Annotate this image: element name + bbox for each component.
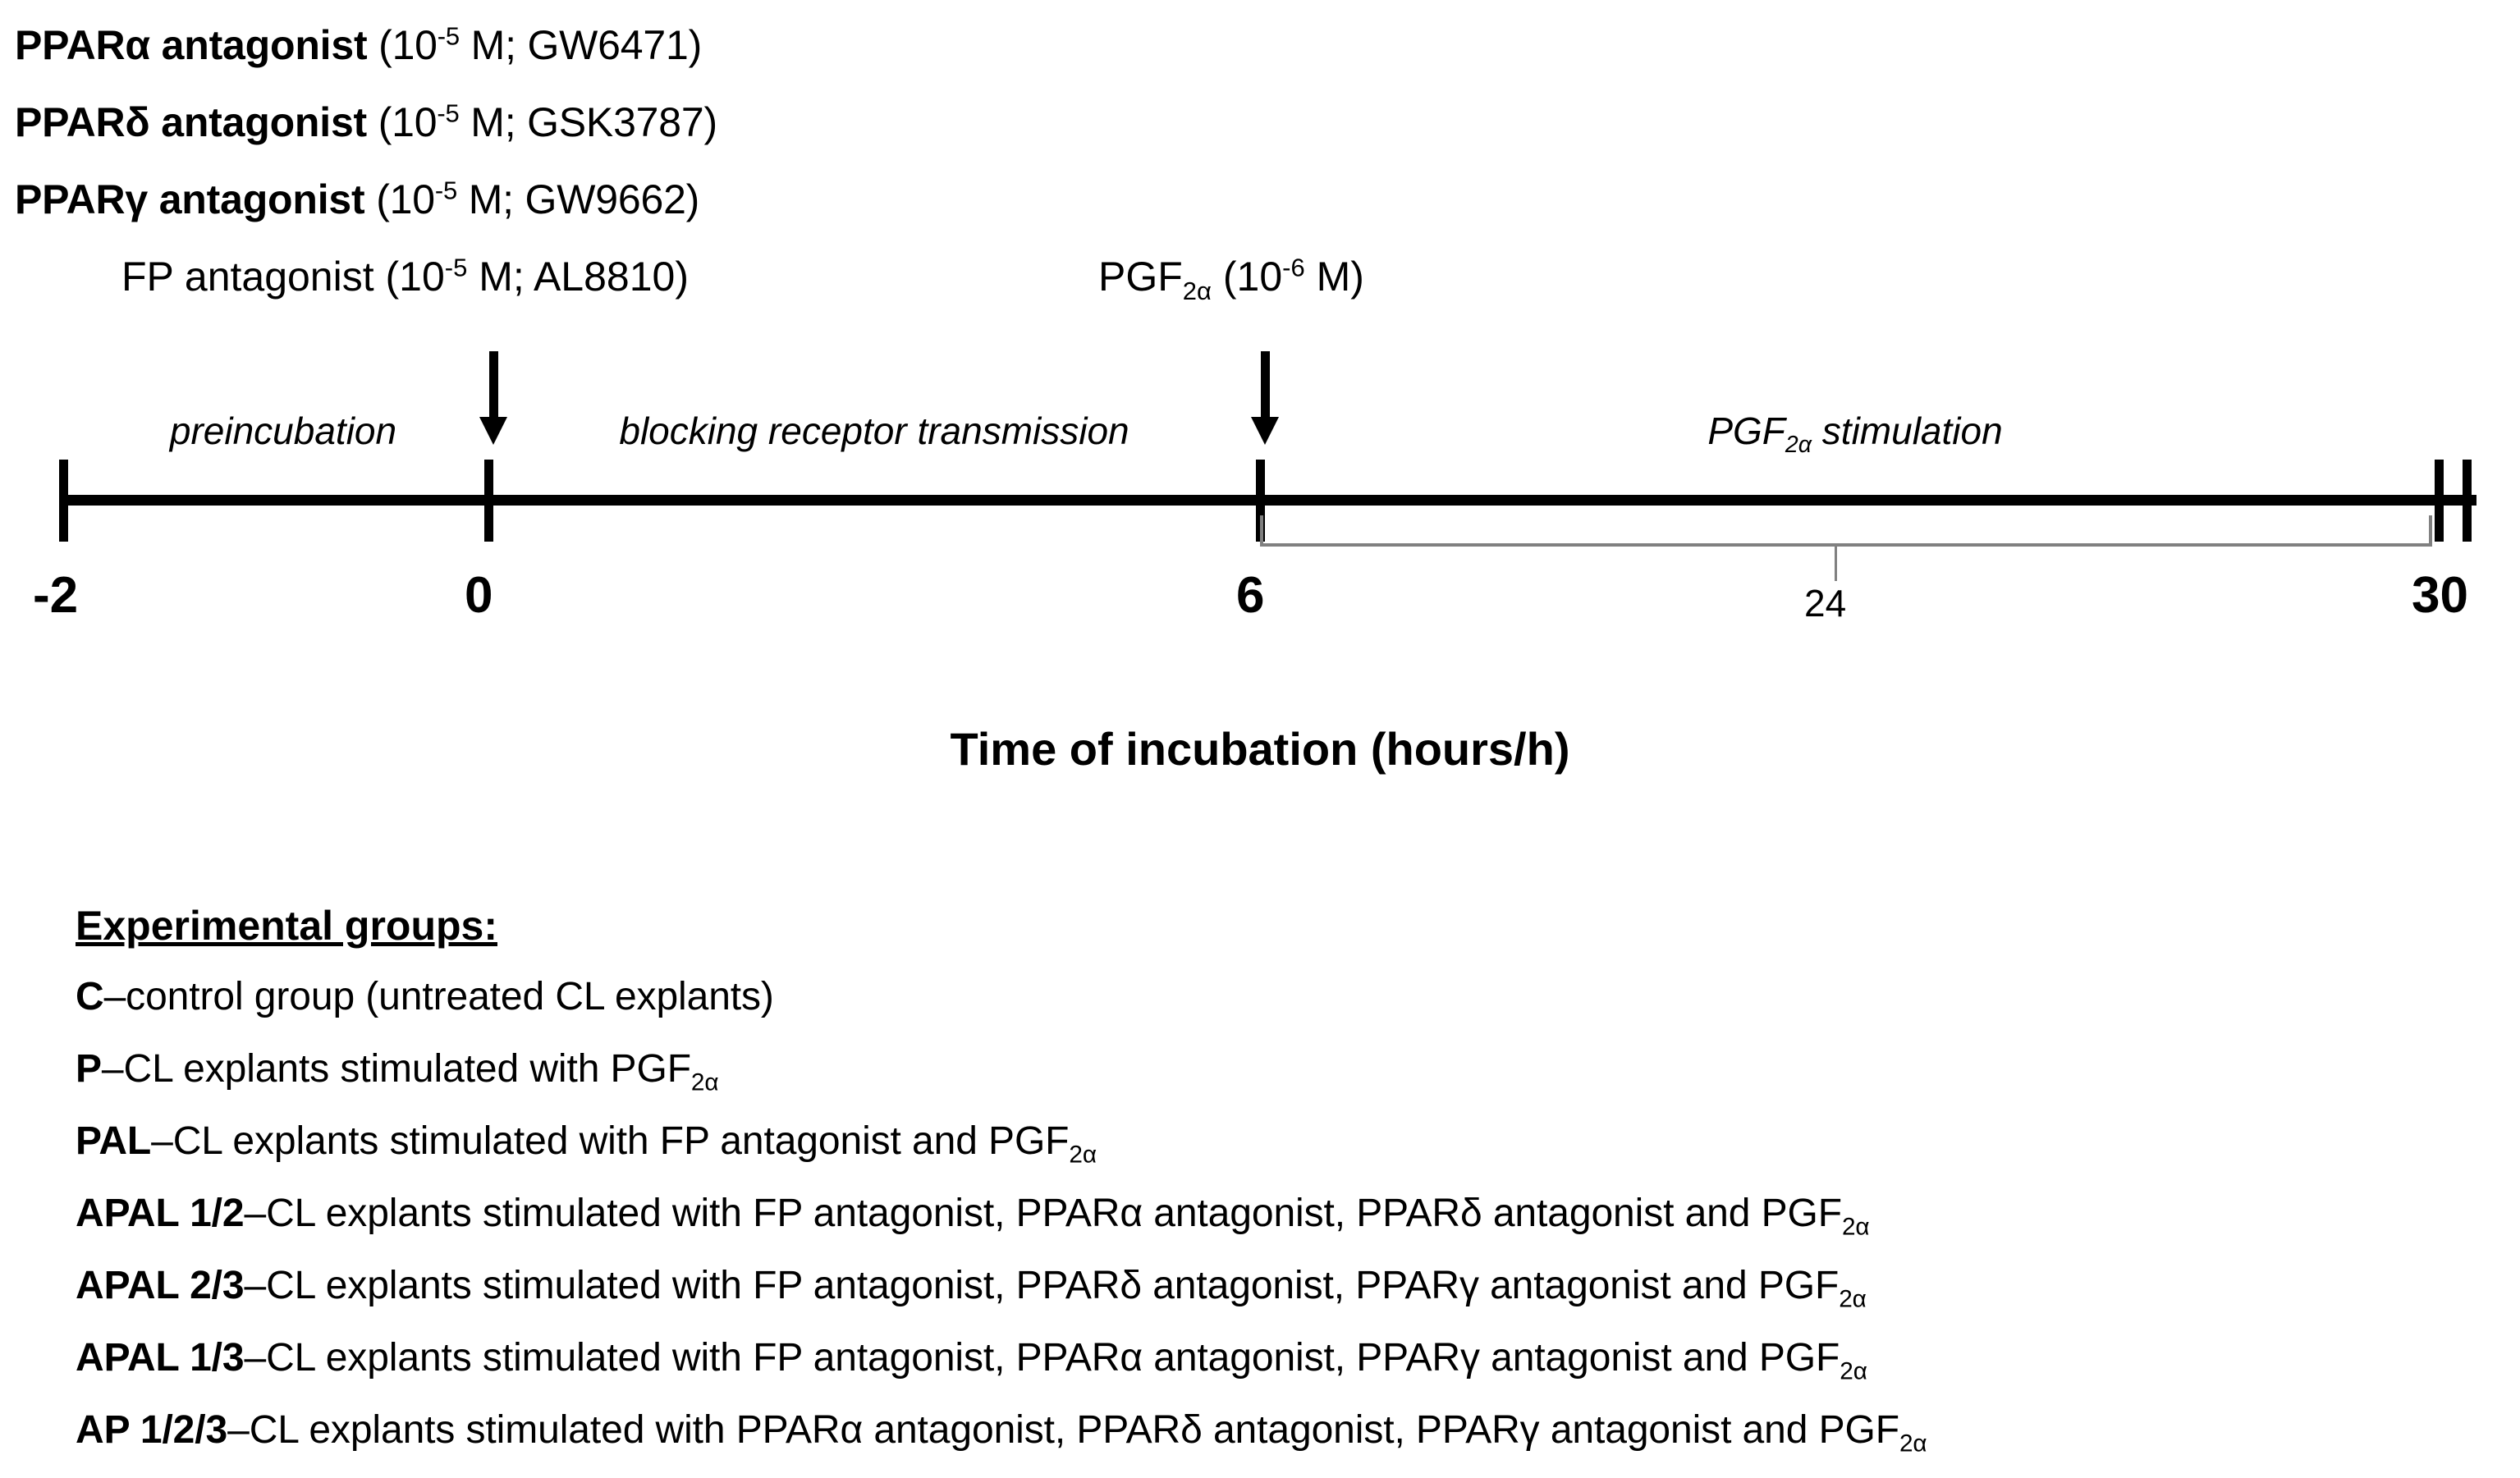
group-code: APAL 1/2 [76,1192,245,1235]
treatment-dose-exponent: -5 [437,98,460,128]
treatment-agent-label: PPARδ antagonist [15,99,368,145]
treatment-line-ppar-alpha: PPARα antagonist (10-5 M; GW6471) [15,7,2494,84]
group-code: P [76,1047,102,1091]
treatment-dose-exponent: -5 [444,253,468,282]
group-description-subscript: 2α [1899,1430,1927,1457]
experimental-groups: Experimental groups: C–control group (un… [76,890,2505,1467]
phase-label-blocking: blocking receptor transmission [501,409,1248,453]
treatment-dose-prefix: (10 [1211,254,1283,300]
treatment-dose-suffix: M; GW6471) [459,22,703,68]
arrow-shaft [489,351,498,422]
group-code: APAL 2/3 [76,1264,245,1307]
treatment-dose-prefix: (10 [367,99,438,145]
stimulation-bracket-stem [1835,543,1837,581]
group-code: C [76,975,104,1018]
treatment-agent-label: PPARα antagonist [15,22,368,68]
timeline-tick-30-inner [2435,460,2444,542]
group-description: –CL explants stimulated with FP antagoni… [244,1336,1840,1380]
treatment-line-fp: FP antagonist (10-5 M; AL8810) [121,238,689,315]
treatment-dose-suffix: M; AL8810) [467,254,689,300]
treatment-line-ppar-gamma: PPARγ antagonist (10-5 M; GW9662) [15,161,2494,238]
experimental-groups-title: Experimental groups: [76,903,497,949]
treatment-agent-label: PPARγ antagonist [15,176,365,222]
treatment-agent-subscript: 2α [1182,277,1212,305]
group-item-c: C–control group (untreated CL explants) [76,961,2505,1033]
group-item-apal-1-2: APAL 1/2–CL explants stimulated with FP … [76,1178,2505,1250]
arrow-head [479,417,507,445]
timeline: preincubation blocking receptor transmis… [0,320,2520,706]
treatment-dose-suffix: M) [1304,254,1364,300]
stimulation-bracket [1260,515,2432,547]
treatment-dose-prefix: (10 [367,22,438,68]
treatment-dose-exponent: -6 [1282,253,1305,282]
axis-value--2: -2 [33,567,79,624]
axis-value-0: 0 [465,567,493,624]
phase-label-pgf2alpha-stimulation: PGF2α stimulation [1281,409,2430,456]
phase-label-suffix: stimulation [1812,410,2003,452]
axis-value-24: 24 [1804,582,1847,625]
group-description: –CL explants stimulated with FP antagoni… [151,1119,1070,1163]
group-item-pal: PAL–CL explants stimulated with FP antag… [76,1105,2505,1178]
group-description: –CL explants stimulated with FP antagoni… [244,1192,1843,1235]
axis-caption: Time of incubation (hours/h) [950,723,1570,775]
arrow-shaft [1261,351,1270,422]
phase-label-preincubation: preincubation [169,410,397,452]
treatment-dose-exponent: -5 [437,21,460,51]
treatment-agent-label: FP antagonist [121,254,374,300]
group-description-subscript: 2α [1839,1285,1867,1313]
group-description: –CL explants stimulated with PGF [101,1047,691,1091]
phase-label-text: PGF [1707,410,1785,452]
group-code: APAL 1/3 [76,1336,245,1380]
treatment-dose-prefix: (10 [373,254,445,300]
axis-value-30: 30 [2412,567,2468,624]
group-code: PAL [76,1119,152,1163]
axis-value-6: 6 [1236,567,1265,624]
group-description-subscript: 2α [1840,1357,1867,1385]
treatment-line-pgf2alpha: PGF2α (10-6 M) [1098,238,1364,315]
treatment-agent-label: PGF [1098,254,1183,300]
treatment-dose-suffix: M; GSK3787) [459,99,717,145]
timeline-tick-0 [484,460,493,542]
treatment-dose-prefix: (10 [364,176,435,222]
timeline-tick-6 [1256,460,1265,542]
group-item-apal-2-3: APAL 2/3–CL explants stimulated with FP … [76,1250,2505,1322]
timeline-tick--2 [59,460,68,542]
phase-label-text: blocking receptor transmission [619,410,1129,452]
group-code: AP 1/2/3 [76,1408,228,1452]
treatment-dose-suffix: M; GW9662) [457,176,700,222]
phase-label-subscript: 2α [1785,432,1812,459]
timeline-axis [59,495,2476,506]
treatment-row-fp-and-pgf: FP antagonist (10-5 M; AL8810) PGF2α (10… [15,238,2494,315]
group-description: –CL explants stimulated with PPARα antag… [227,1408,1899,1452]
group-description: –control group (untreated CL explants) [103,975,774,1018]
treatment-dose-exponent: -5 [434,176,458,205]
group-description: –CL explants stimulated with FP antagoni… [244,1264,1840,1307]
timeline-tick-30-outer [2463,460,2472,542]
treatment-header: PPARα antagonist (10-5 M; GW6471) PPARδ … [15,7,2494,315]
arrow-head [1251,417,1279,445]
group-description-subscript: 2α [690,1068,719,1096]
group-item-ap-1-2-3: AP 1/2/3–CL explants stimulated with PPA… [76,1394,2505,1467]
group-description-subscript: 2α [1069,1141,1097,1169]
group-description-subscript: 2α [1841,1213,1870,1241]
group-item-apal-1-3: APAL 1/3–CL explants stimulated with FP … [76,1322,2505,1394]
treatment-line-ppar-delta: PPARδ antagonist (10-5 M; GSK3787) [15,84,2494,161]
group-item-p: P–CL explants stimulated with PGF2α [76,1033,2505,1105]
